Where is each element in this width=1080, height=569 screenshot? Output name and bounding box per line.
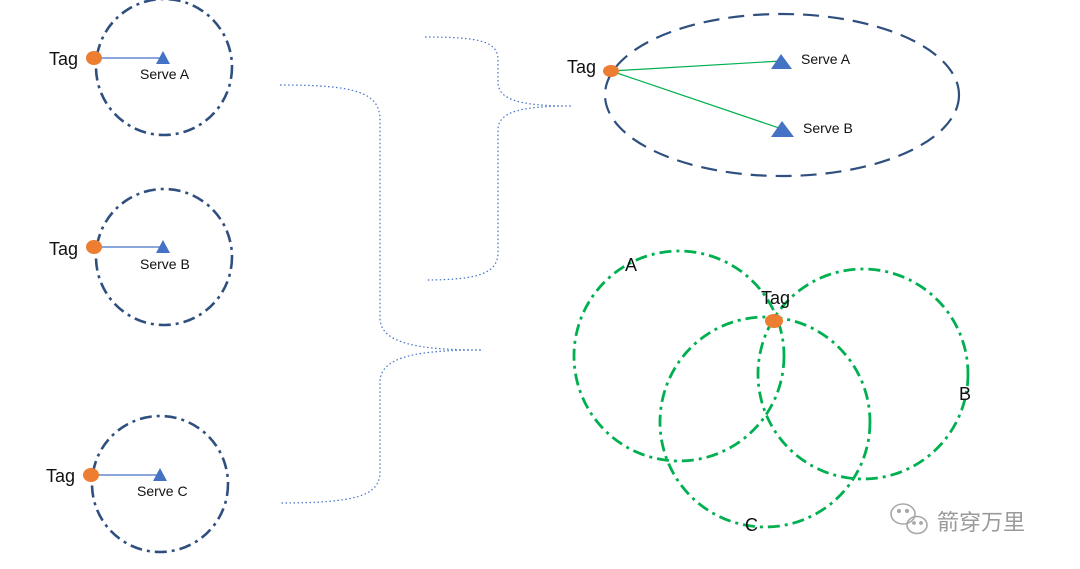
- tag-dot: [603, 65, 619, 77]
- serve-triangle-icon: [156, 51, 170, 64]
- serve-label: Serve A: [140, 66, 190, 82]
- brace-bottom: [279, 84, 483, 504]
- tag-dot: [765, 314, 783, 328]
- range-line-a: [610, 60, 782, 72]
- trilateration-group: Tag A B C: [572, 249, 971, 535]
- tag-label: Tag: [761, 288, 790, 308]
- tag-dot: [83, 468, 99, 482]
- wechat-icon: [890, 503, 928, 535]
- left-panel-serve-a: Tag Serve A: [49, 0, 234, 137]
- tag-label: Tag: [49, 239, 78, 259]
- range-line-b: [610, 70, 783, 130]
- serve-a-triangle-icon: [771, 54, 792, 69]
- range-circle: [94, 0, 234, 137]
- circle-c: [658, 315, 872, 529]
- serve-b-label: Serve B: [803, 120, 853, 136]
- circle-a-label: A: [625, 255, 637, 275]
- watermark: 箭穿万里: [890, 503, 1025, 536]
- range-circle: [94, 187, 234, 327]
- left-panel-serve-c: Tag Serve C: [46, 414, 230, 554]
- serve-triangle-icon: [153, 468, 167, 481]
- tag-label: Tag: [46, 466, 75, 486]
- range-circle: [90, 414, 230, 554]
- circle-c-label: C: [745, 515, 758, 535]
- serve-b-triangle-icon: [771, 121, 794, 137]
- merged-range-ellipse: [603, 12, 961, 178]
- serve-label: Serve B: [140, 256, 190, 272]
- tag-label: Tag: [567, 57, 596, 77]
- circle-a: [572, 249, 786, 463]
- tag-label: Tag: [49, 49, 78, 69]
- watermark-text: 箭穿万里: [937, 511, 1025, 536]
- brace-top: [424, 36, 573, 281]
- left-panel-serve-b: Tag Serve B: [49, 187, 234, 327]
- circle-b: [756, 267, 970, 481]
- serve-label: Serve C: [137, 483, 188, 499]
- circle-b-label: B: [959, 384, 971, 404]
- merged-range-group: Tag Serve A Serve B: [567, 12, 961, 178]
- tag-dot: [86, 51, 102, 65]
- tag-dot: [86, 240, 102, 254]
- serve-triangle-icon: [156, 240, 170, 253]
- serve-a-label: Serve A: [801, 51, 851, 67]
